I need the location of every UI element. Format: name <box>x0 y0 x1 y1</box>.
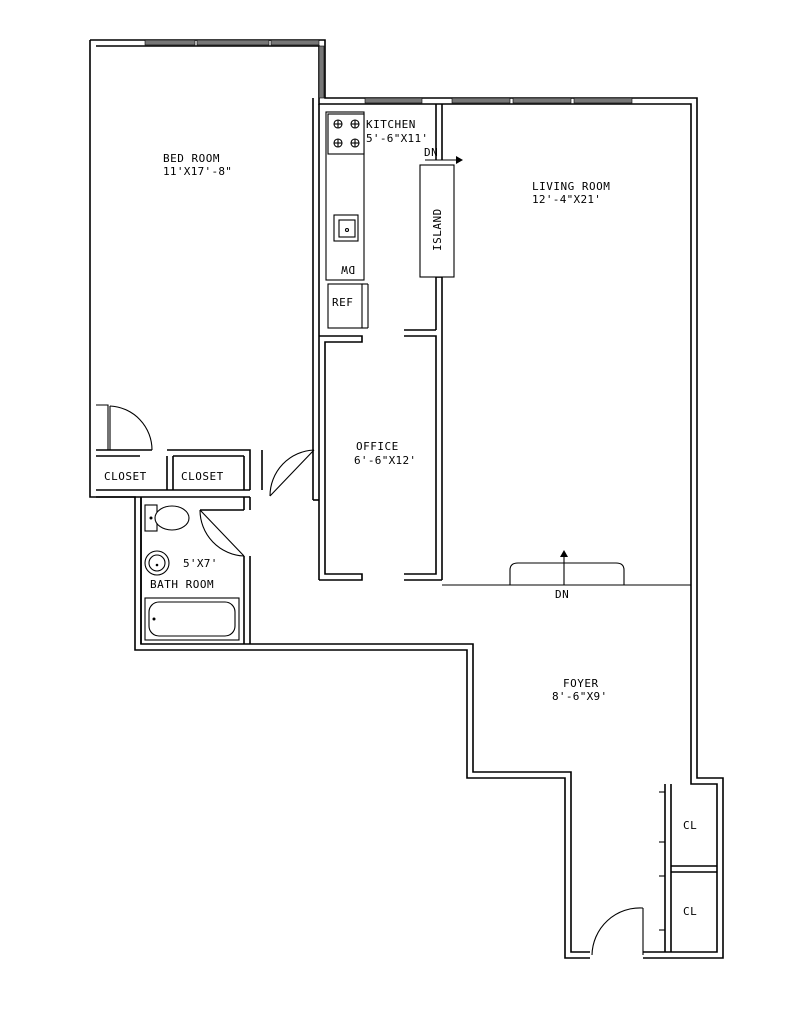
window <box>144 39 196 46</box>
window <box>318 45 325 99</box>
living-dn-label: DN <box>555 588 569 601</box>
doors <box>109 405 644 956</box>
kitchen-name: KITCHEN <box>366 118 416 131</box>
kitchen-dims: 5'-6"X11' <box>366 132 428 145</box>
refrigerator <box>327 283 363 329</box>
bath-dims: 5'X7' <box>183 557 218 570</box>
cl-label: CL <box>683 905 697 918</box>
living-dn-arrow-icon <box>560 550 568 585</box>
kitchen-dn-label: DN <box>424 146 438 159</box>
windows <box>144 39 633 104</box>
toilet-bowl <box>154 505 190 531</box>
island-label: ISLAND <box>431 208 444 251</box>
room-labels: BED ROOM 11'X17'-8" KITCHEN 5'-6"X11' LI… <box>104 118 697 918</box>
refrigerator-label: REF <box>332 296 353 309</box>
window <box>270 39 320 46</box>
closet-label: CLOSET <box>104 470 147 483</box>
window <box>196 39 270 46</box>
foyer-name: FOYER <box>563 677 599 690</box>
window <box>451 97 511 104</box>
bath-name: BATH ROOM <box>150 578 214 591</box>
living-room-name: LIVING ROOM <box>532 180 610 193</box>
closet-label: CLOSET <box>181 470 224 483</box>
bedroom-name: BED ROOM <box>163 152 220 165</box>
window <box>512 97 572 104</box>
kitchen-island <box>419 164 455 278</box>
stove <box>327 113 365 155</box>
window <box>573 97 633 104</box>
bedroom-dims: 11'X17'-8" <box>163 165 232 178</box>
cl-label: CL <box>683 819 697 832</box>
interior-walls <box>96 98 717 952</box>
office-name: OFFICE <box>356 440 399 453</box>
dishwasher-label: DW <box>341 263 355 276</box>
living-room-dims: 12'-4"X21' <box>532 193 601 206</box>
window <box>364 97 423 104</box>
bath-fixtures <box>144 504 240 641</box>
kitchen-fixtures <box>325 111 455 329</box>
living-step <box>509 562 625 585</box>
foyer-dims: 8'-6"X9' <box>552 690 607 703</box>
bathtub <box>144 597 240 641</box>
kitchen-dn-arrow-icon <box>425 156 463 164</box>
office-dims: 6'-6"X12' <box>354 454 416 467</box>
